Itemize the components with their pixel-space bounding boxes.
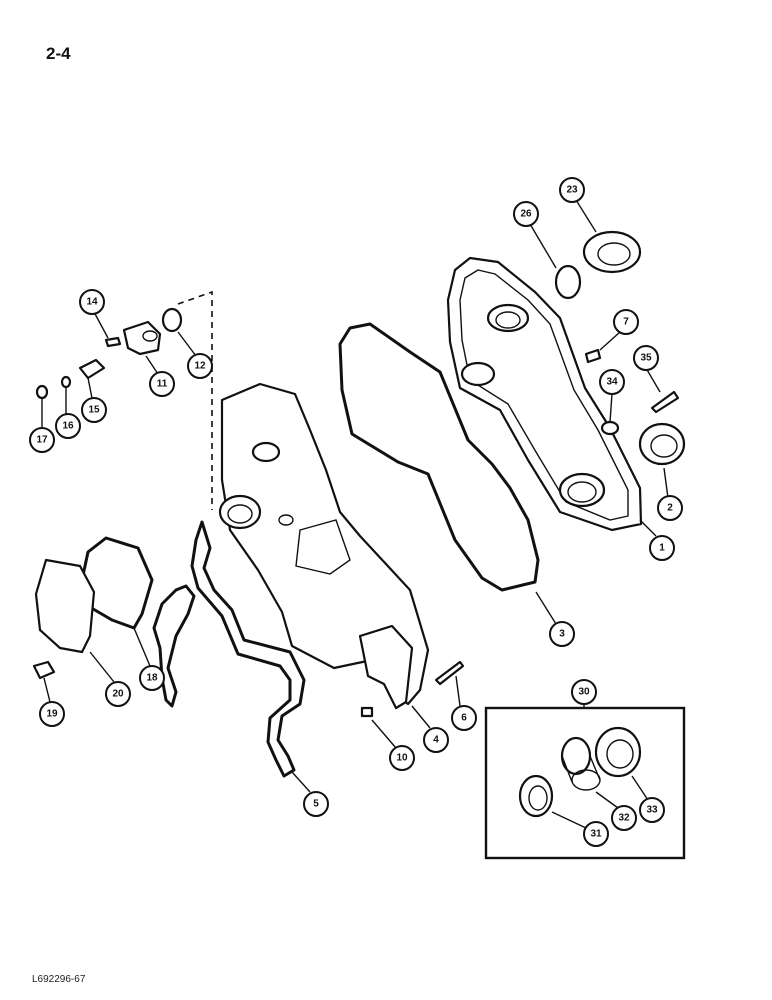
capscrew-part — [584, 348, 602, 364]
callout-23: 23 — [559, 177, 585, 203]
svg-text:33: 33 — [646, 805, 658, 816]
page-number: 2-4 — [46, 44, 71, 63]
callout-17: 17 — [29, 427, 55, 453]
svg-text:31: 31 — [590, 829, 602, 840]
sleeve-32-part — [560, 736, 601, 791]
svg-text:34: 34 — [606, 377, 618, 388]
seal-31-part — [518, 774, 554, 818]
gear-housing-part — [218, 382, 430, 710]
washer-34-part — [600, 420, 620, 436]
housing-gasket-part — [190, 520, 306, 778]
seal-33-part — [594, 726, 642, 778]
fitting-part — [78, 358, 106, 380]
callout-32: 32 — [611, 805, 637, 831]
callout-26: 26 — [513, 201, 539, 227]
svg-text:1: 1 — [659, 543, 665, 554]
cover-plate-part — [34, 558, 96, 654]
svg-text:11: 11 — [157, 379, 168, 390]
seal-ring-part — [161, 307, 183, 333]
figure-code: L692296-67 — [32, 974, 86, 985]
svg-text:30: 30 — [578, 687, 590, 698]
svg-text:2: 2 — [667, 503, 673, 514]
callout-2: 2 — [657, 495, 683, 521]
callout-1: 1 — [649, 535, 675, 561]
front-seal-part — [638, 422, 686, 466]
svg-text:12: 12 — [194, 361, 206, 372]
svg-text:15: 15 — [88, 405, 100, 416]
callout-33: 33 — [639, 797, 665, 823]
svg-text:35: 35 — [640, 353, 652, 364]
callout-34: 34 — [599, 369, 625, 395]
callout-15: 15 — [81, 397, 107, 423]
callout-18: 18 — [139, 665, 165, 691]
wear-ring-part — [554, 264, 582, 300]
long-bolt-part — [650, 390, 680, 414]
svg-text:23: 23 — [566, 185, 578, 196]
callout-7: 7 — [613, 309, 639, 335]
cover-gasket-part — [338, 322, 540, 592]
svg-text:19: 19 — [46, 709, 58, 720]
washer-part — [35, 384, 49, 400]
callout-16: 16 — [55, 413, 81, 439]
callout-14: 14 — [79, 289, 105, 315]
dowel-part — [360, 706, 374, 718]
svg-text:26: 26 — [520, 209, 532, 220]
callout-4: 4 — [423, 727, 449, 753]
svg-text:10: 10 — [396, 753, 408, 764]
leader-lines — [41, 199, 669, 829]
side-gasket-strip — [152, 584, 196, 708]
callout-12: 12 — [187, 353, 213, 379]
plug-part — [32, 660, 56, 680]
callout-5: 5 — [303, 791, 329, 817]
callout-6: 6 — [451, 705, 477, 731]
callout-3: 3 — [549, 621, 575, 647]
svg-text:32: 32 — [618, 813, 630, 824]
callout-30: 30 — [571, 679, 597, 705]
svg-text:20: 20 — [112, 689, 124, 700]
svg-text:3: 3 — [559, 629, 565, 640]
svg-text:7: 7 — [623, 317, 629, 328]
o-ring-part — [60, 375, 72, 389]
callout-11: 11 — [149, 371, 175, 397]
callout-31: 31 — [583, 821, 609, 847]
oil-seal-part — [582, 230, 642, 274]
svg-text:18: 18 — [146, 673, 158, 684]
gear-cover-part — [446, 256, 643, 532]
svg-text:17: 17 — [36, 435, 48, 446]
bolt-part — [434, 660, 465, 686]
callout-35: 35 — [633, 345, 659, 371]
plate-gasket-part — [80, 536, 154, 630]
callout-19: 19 — [39, 701, 65, 727]
svg-text:14: 14 — [86, 297, 98, 308]
callout-10: 10 — [389, 745, 415, 771]
svg-text:5: 5 — [313, 799, 319, 810]
svg-text:6: 6 — [461, 713, 467, 724]
svg-text:16: 16 — [62, 421, 74, 432]
dashed-leader — [177, 290, 213, 510]
small-screw-part — [104, 336, 122, 348]
svg-text:4: 4 — [433, 735, 439, 746]
kit-box — [484, 706, 686, 860]
flange-housing-part — [122, 320, 162, 356]
callout-20: 20 — [105, 681, 131, 707]
